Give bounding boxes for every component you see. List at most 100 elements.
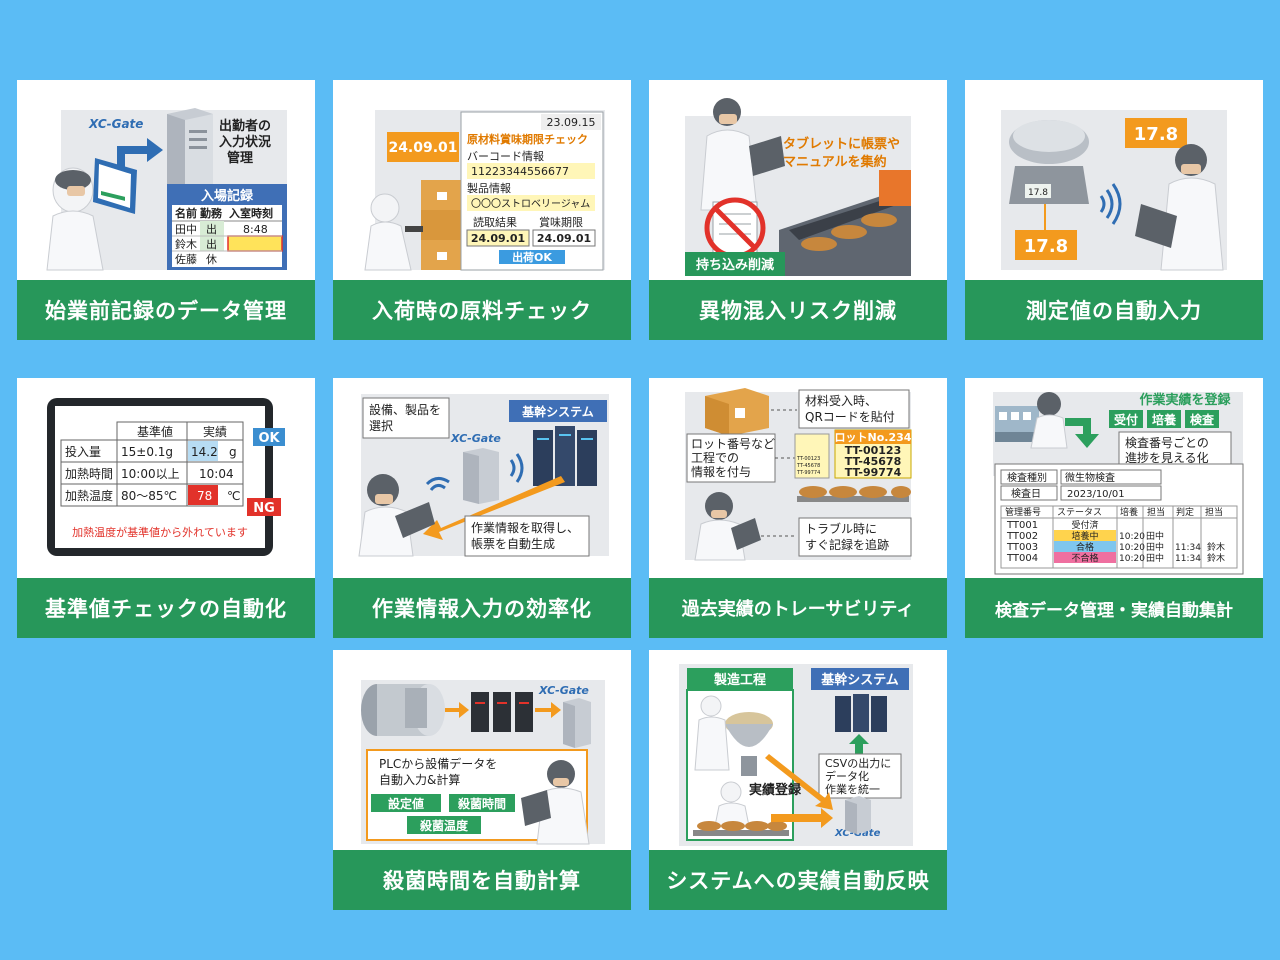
value-tag-bottom — [1015, 230, 1077, 260]
table-header: 管理番号 — [1005, 506, 1041, 518]
header-time: 入室時刻 — [229, 206, 273, 220]
lot-number: TT-99774 — [845, 466, 902, 479]
worker-icon — [700, 98, 785, 211]
row-actual: 78 — [197, 489, 212, 503]
date-tag-text: 24.09.01 — [388, 140, 457, 156]
worker-icon — [521, 760, 590, 845]
note-mid-line2: 工程での — [691, 450, 739, 465]
chip-setting — [371, 794, 441, 812]
bread-tray-icon — [693, 821, 789, 836]
server-label-line3: 管理 — [227, 150, 253, 166]
arrow-icon — [535, 702, 561, 718]
row-time: 8:48 — [243, 223, 268, 236]
card-caption: 異物混入リスク削減 — [649, 280, 947, 340]
card-illustration: 24.09.01 23.09.15 原材料賞味期限チェック バーコード情報 — [333, 80, 631, 280]
card-caption: システムへの実績自動反映 — [649, 850, 947, 910]
card-auto-measurement[interactable]: 17.8 17.8 17.8 測定値の自動入力 — [965, 80, 1263, 340]
card-illustration: 17.8 17.8 17.8 — [965, 80, 1263, 280]
arrow-icon — [765, 754, 833, 810]
card-contamination-risk[interactable]: タブレットに帳票や マニュアルを集約 持ち込み削減 異物混入リスク削減 — [649, 80, 947, 340]
server-icon — [463, 448, 499, 504]
scale-icon: 17.8 — [1009, 120, 1089, 204]
missing-time-highlight — [227, 235, 283, 252]
process-label-box — [687, 668, 793, 690]
note-bottom-line1: トラブル時に — [805, 521, 877, 536]
arrow-icon — [445, 702, 469, 718]
warning-message: 加熱温度が基準値から外れています — [72, 525, 248, 539]
card-caption: 入荷時の原料チェック — [333, 280, 631, 340]
header-name: 名前 — [175, 206, 197, 220]
card-system-sync[interactable]: 製造工程 基幹システム CSVの出力に データ化 作業を統一 — [649, 650, 947, 910]
card-standard-check[interactable]: 基準値 実績 投入量 15±0.1g 14.2 g 加熱時間 10:00以上 1… — [17, 378, 315, 638]
row-judge: 11:34 — [1175, 554, 1201, 564]
value-tag-top — [1125, 118, 1187, 148]
note-bottom-line2: すぐ記録を追跡 — [805, 537, 889, 552]
row-status: 合格 — [1076, 541, 1094, 553]
csv-note-line1: CSVの出力に — [825, 756, 891, 770]
card-work-input[interactable]: 設備、製品を 選択 基幹システム XC-Gate — [333, 378, 631, 638]
value-bottom: 17.8 — [1024, 236, 1068, 257]
tablet-icon — [93, 158, 137, 214]
row-id: TT001 — [1006, 520, 1038, 531]
lot-title: ロットNo.234 — [835, 431, 912, 444]
tablet-icon — [749, 136, 785, 176]
card-caption: 始業前記録のデータ管理 — [17, 280, 315, 340]
row-status: 休 — [206, 253, 217, 266]
panel-title: 原材料賞味期限チェック — [467, 132, 588, 146]
progress-note — [1118, 431, 1232, 469]
barcode-value: 11223344556677 — [471, 165, 569, 178]
card-caption: 検査データ管理・実績自動集計 — [965, 578, 1263, 638]
card-sterilization-calc[interactable]: XC-Gate PLCから設備データを 自動入力&計算 設定値 殺菌時間 殺菌温… — [333, 650, 631, 910]
tank-machine-icon — [361, 684, 445, 736]
bread-tray-icon — [797, 486, 911, 502]
header-actual: 実績 — [203, 424, 227, 439]
row-standard: 80〜85℃ — [121, 489, 177, 503]
wifi-icon — [425, 453, 524, 491]
arrow-icon — [423, 476, 565, 540]
row-status: 培養中 — [1071, 530, 1098, 542]
worker-icon — [714, 781, 750, 827]
card-caption: 殺菌時間を自動計算 — [333, 850, 631, 910]
card-illustration: 作業実績を登録 受付 培養 検査 検査番号ごとの 進捗を見える化 検査種別 微生… — [965, 378, 1263, 578]
arrow-icon — [1065, 418, 1099, 448]
system-label: 基幹システム — [820, 672, 899, 688]
arrow-icon — [771, 808, 833, 828]
server-rack-icon — [835, 694, 887, 732]
note-top — [362, 397, 450, 439]
tablet-icon — [521, 790, 551, 826]
wifi-icon — [1099, 183, 1122, 225]
date-value: 2023/10/01 — [1067, 489, 1125, 500]
server-label-line2: 入力状況 — [219, 134, 271, 150]
card-caption: 過去実績のトレーサビリティ — [649, 578, 947, 638]
row-staff: 田中 — [1146, 530, 1164, 542]
card-material-check[interactable]: 24.09.01 23.09.15 原材料賞味期限チェック バーコード情報 — [333, 80, 631, 340]
cardboard-box-icon — [705, 388, 769, 436]
reduction-badge — [685, 252, 785, 276]
table-header: ステータス — [1057, 507, 1102, 518]
lot-number: TT-45678 — [845, 455, 901, 468]
card-traceability[interactable]: 材料受入時、 QRコードを貼付 ロット番号など 工程での 情報を付与 TT-00… — [649, 378, 947, 638]
card-illustration: タブレットに帳票や マニュアルを集約 持ち込み削減 — [649, 80, 947, 280]
tablet-icon — [731, 518, 761, 550]
header-status: 勤務 — [200, 206, 223, 220]
panel-date: 23.09.15 — [547, 116, 596, 129]
card-inspection-data[interactable]: 作業実績を登録 受付 培養 検査 検査番号ごとの 進捗を見える化 検査種別 微生… — [965, 378, 1263, 638]
tablet-note-line1: タブレットに帳票や — [783, 136, 900, 152]
row-name: 田中 — [175, 223, 197, 236]
tablet-icon — [395, 502, 435, 538]
note-line1: PLCから設備データを — [379, 756, 497, 771]
card-caption: 測定値の自動入力 — [965, 280, 1263, 340]
step-receive — [1109, 410, 1143, 428]
progress-note-line1: 検査番号ごとの — [1125, 435, 1209, 450]
brand-logo: XC-Gate — [88, 117, 143, 131]
row-label: 加熱温度 — [65, 488, 113, 503]
note-mid-line1: ロット番号など — [691, 437, 775, 451]
row-staff: 田中 — [1146, 552, 1164, 564]
type-label: 検査種別 — [1007, 471, 1047, 484]
ship-ok-button[interactable] — [499, 250, 565, 264]
card-startup-records[interactable]: XC-Gate 出勤者の 入力状況 管理 — [17, 80, 315, 340]
step-label: 検査 — [1190, 412, 1215, 427]
row-name: 鈴木 — [175, 237, 197, 251]
date-tag — [387, 132, 459, 162]
tablet-note-line2: マニュアルを集約 — [783, 154, 887, 170]
